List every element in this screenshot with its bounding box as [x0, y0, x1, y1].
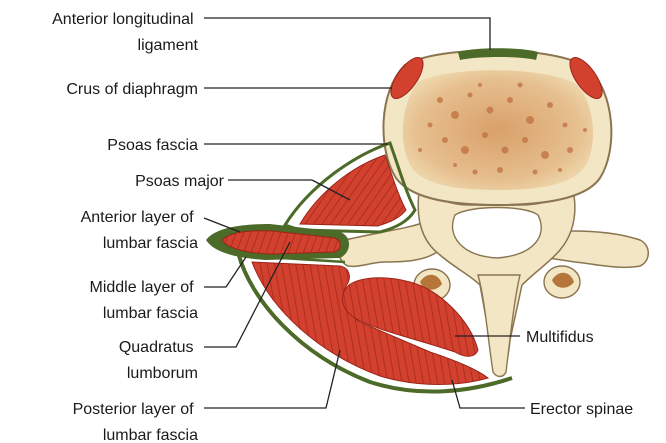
label-crus-of-diaphragm: Crus of diaphragm — [66, 81, 198, 98]
label-posterior-layer-lumbar-fascia: Posterior layer of lumbar fascia — [73, 401, 198, 443]
label-quadratus-lumborum: Quadratus lumborum — [119, 339, 198, 382]
label-psoas-major: Psoas major — [135, 173, 225, 190]
label-multifidus: Multifidus — [526, 329, 594, 346]
label-psoas-fascia: Psoas fascia — [107, 137, 198, 154]
label-erector-spinae: Erector spinae — [530, 401, 633, 418]
label-anterior-longitudinal-ligament: Anterior longitudinal ligament — [52, 11, 198, 54]
label-anterior-layer-lumbar-fascia: Anterior layer of lumbar fascia — [81, 209, 198, 252]
label-middle-layer-lumbar-fascia: Middle layer of lumbar fascia — [90, 279, 199, 322]
